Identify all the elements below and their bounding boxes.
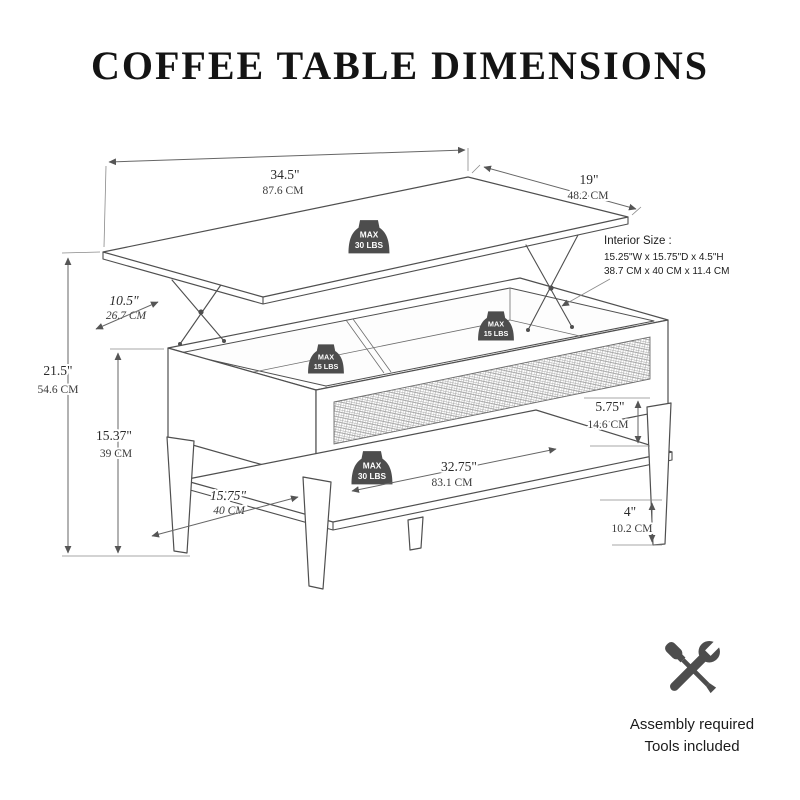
dim-base-height-cm: 39 CM (100, 448, 132, 460)
wrench-icon (670, 637, 724, 691)
dim-overall-height: 21.5" 54.6 CM (36, 251, 190, 557)
dim-lift-height-in: 10.5" (109, 293, 139, 308)
interior-size-note: Interior Size : 15.25"W x 15.75"D x 4.5"… (561, 234, 731, 307)
weight-badge-tabletop: MAX 30 LBS (348, 220, 390, 254)
dim-top-width-cm: 87.6 CM (263, 185, 304, 197)
interior-size-metric: 38.7 CM x 40 CM x 11.4 CM (604, 266, 729, 277)
leg-back-left (166, 436, 195, 554)
interior-size-imperial: 15.25"W x 15.75"D x 4.5"H (604, 252, 724, 263)
dim-base-height-in: 15.37" (96, 428, 132, 443)
dim-overall-height-in: 21.5" (43, 363, 72, 378)
weight-value-label: 15 LBS (314, 362, 339, 371)
weight-badge-left-compartment: MAX 15 LBS (308, 344, 344, 374)
storage-opening (179, 287, 655, 387)
assembly-note: Assembly required Tools included (592, 628, 792, 758)
dim-top-depth: 19" 48.2 CM (471, 164, 642, 216)
dim-storage-height-cm: 14.6 CM (588, 419, 629, 431)
dim-top-width: 34.5" 87.6 CM (103, 146, 469, 248)
page-title: COFFEE TABLE DIMENSIONS (91, 43, 709, 88)
table-body (167, 277, 669, 481)
weight-max-label: MAX (318, 352, 334, 361)
dim-base-height: 15.37" 39 CM (94, 348, 164, 554)
lift-hinge-right (525, 234, 579, 332)
dim-shelf-width: 32.75" 83.1 CM (351, 447, 557, 493)
dim-top-width-in: 34.5" (270, 167, 299, 182)
dim-storage-height-in: 5.75" (595, 399, 624, 414)
dim-overall-height-cm: 54.6 CM (38, 384, 79, 396)
interior-size-label: Interior Size : (604, 235, 672, 247)
dim-lift-height: 10.5" 26.7 CM (95, 291, 159, 330)
rattan-panel (333, 336, 651, 445)
dim-floor-clearance-in: 4" (624, 504, 636, 519)
weight-icon (348, 220, 390, 254)
dim-floor-clearance-cm: 10.2 CM (612, 523, 653, 535)
weight-value-label: 15 LBS (484, 329, 509, 338)
tools-included-text: Tools included (644, 738, 740, 755)
dim-storage-height: 5.75" 14.6 CM (584, 397, 650, 447)
dim-shelf-width-cm: 83.1 CM (432, 477, 473, 489)
dim-shelf-depth-in: 15.75" (210, 488, 246, 503)
dim-shelf-depth: 15.75" 40 CM (151, 486, 299, 538)
dim-top-depth-in: 19" (579, 172, 598, 187)
weight-max-label: MAX (363, 460, 382, 470)
weight-value-label: 30 LBS (358, 471, 387, 481)
weight-value-label: 30 LBS (355, 240, 384, 250)
assembly-required-text: Assembly required (629, 716, 755, 733)
dim-shelf-width-in: 32.75" (441, 459, 477, 474)
weight-icon (308, 344, 344, 374)
weight-badge-right-compartment: MAX 15 LBS (478, 311, 514, 341)
lift-hinge-left (171, 265, 235, 346)
weight-max-label: MAX (360, 229, 379, 239)
leg-front-left (302, 476, 332, 590)
screwdriver-icon (665, 642, 717, 694)
dim-floor-clearance: 4" 10.2 CM (600, 499, 662, 546)
dim-top-depth-cm: 48.2 CM (568, 190, 609, 202)
weight-max-label: MAX (488, 319, 504, 328)
weight-icon (478, 311, 514, 341)
tools-icon (665, 637, 724, 694)
center-support-post (407, 516, 424, 551)
